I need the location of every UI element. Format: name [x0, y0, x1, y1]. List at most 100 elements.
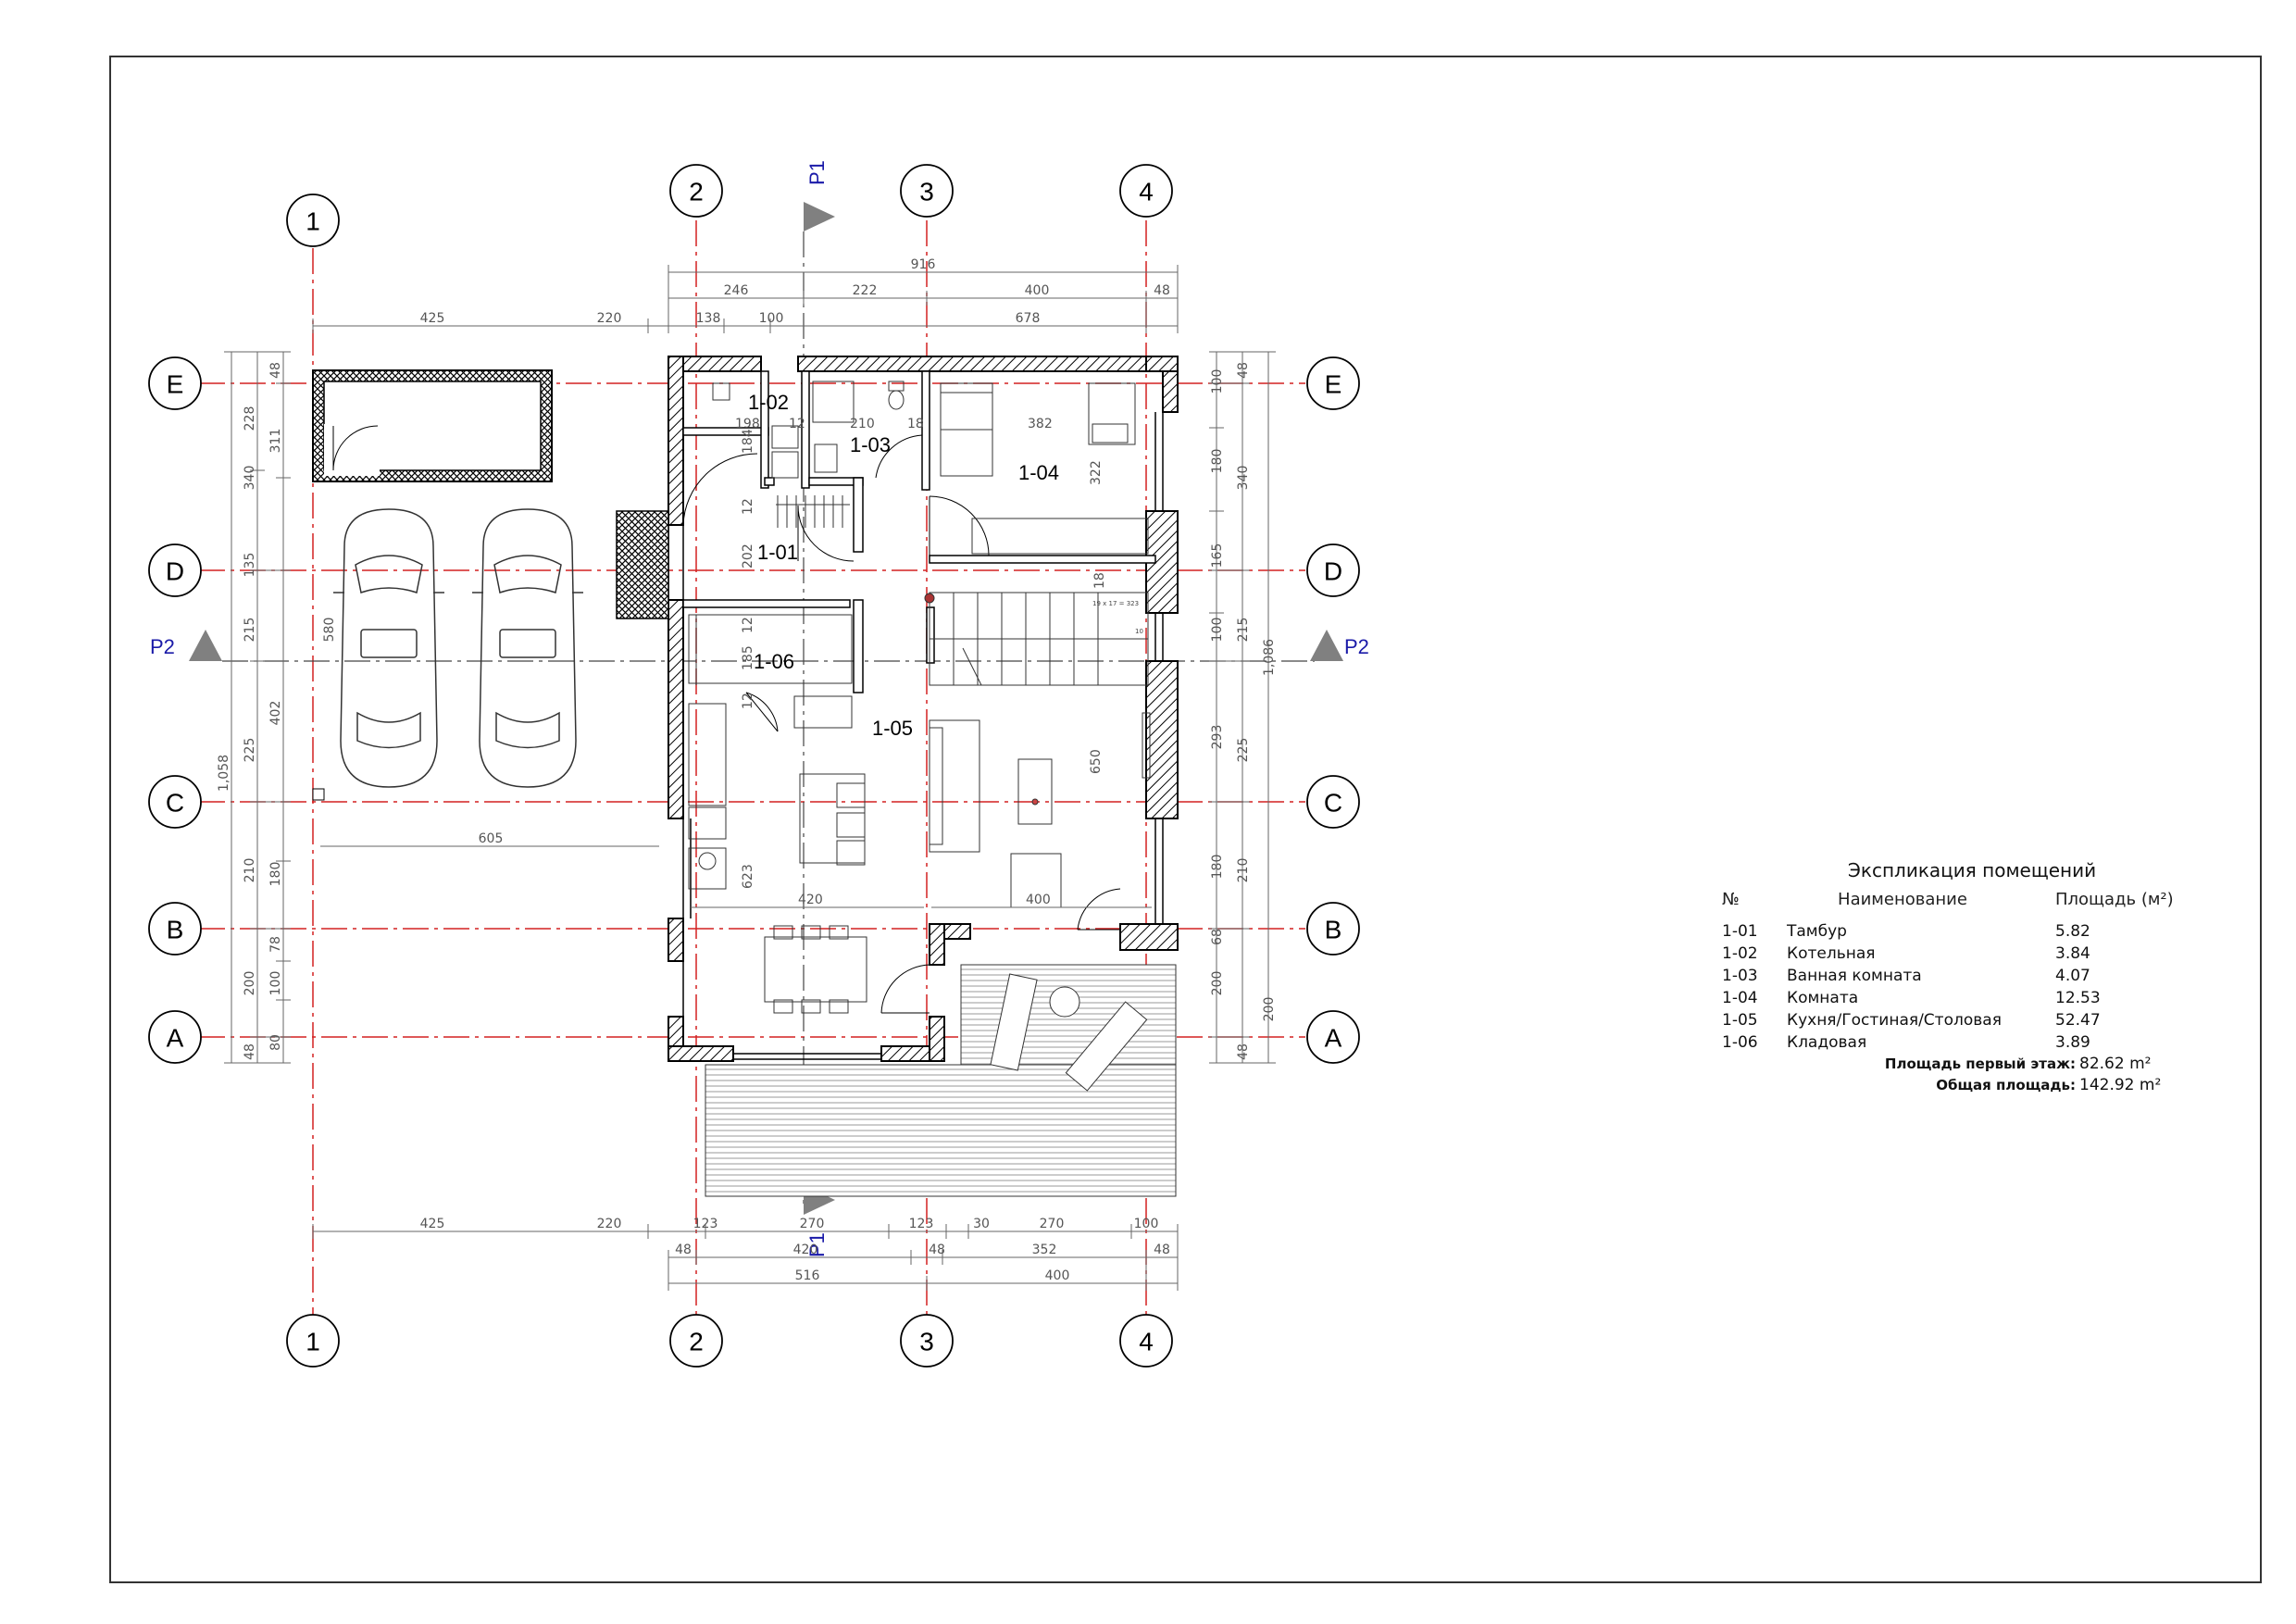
row-area: 4.07 — [2055, 967, 2090, 985]
dim-int-322: 322 — [1089, 460, 1104, 485]
floor-area-label: Площадь первый этаж: — [1884, 1056, 2076, 1072]
dim-bottom-row2-b: 420 — [793, 1243, 818, 1257]
table-row: 1-05 Кухня/Гостиная/Столовая 52.47 — [1722, 1009, 2203, 1031]
dim-right-mid-b: 215 — [1236, 618, 1251, 643]
dim-int-18a: 18 — [907, 417, 924, 431]
row-name: Кладовая — [1787, 1033, 1867, 1052]
dim-right-inner-e: 100 — [1210, 618, 1225, 643]
room-label-1-01: 1-01 — [757, 541, 798, 564]
dim-int-12a: 12 — [789, 417, 805, 431]
row-num: 1-01 — [1722, 922, 1758, 941]
dim-right-inner-c: 180 — [1210, 449, 1225, 474]
dim-int-18b: 18 — [1092, 572, 1107, 589]
row-name: Комната — [1787, 989, 1859, 1007]
dim-top-row2-c: 138 — [696, 311, 721, 326]
dim-left-inner-a: 48 — [268, 362, 283, 379]
dim-right-mid-a: 340 — [1236, 466, 1251, 491]
carport-post — [312, 788, 325, 801]
dim-top-row2-a: 425 — [420, 311, 445, 326]
section-label-p2-right: P2 — [1344, 635, 1369, 658]
row-num: 1-06 — [1722, 1033, 1758, 1052]
row-name: Котельная — [1787, 944, 1876, 963]
dim-top-row2-e: 678 — [1016, 311, 1041, 326]
overall-area-value: 142.92 m² — [2079, 1076, 2162, 1094]
axis-label-row-d-left: D — [166, 557, 184, 586]
dim-bottom-row2-c: 48 — [929, 1243, 945, 1257]
dim-top-overall: 916 — [911, 257, 936, 272]
dim-left-inner-b: 311 — [268, 429, 283, 454]
axis-label-row-b-left: B — [167, 916, 184, 944]
shed — [312, 369, 553, 482]
axis-label-row-c-left: C — [166, 789, 184, 818]
dim-int-185: 185 — [741, 645, 755, 670]
dim-left-inner-f: 100 — [268, 971, 283, 996]
dim-top-row1-d: 48 — [1154, 283, 1170, 298]
room-label-1-02: 1-02 — [748, 391, 789, 414]
dim-right-inner-j: 48 — [1236, 1043, 1251, 1060]
staircase — [924, 592, 1149, 686]
row-num: 1-05 — [1722, 1011, 1758, 1030]
dim-int-12d: 12 — [741, 693, 755, 709]
axis-label-col-3-bottom: 3 — [919, 1328, 934, 1356]
dim-left-mid-f: 210 — [243, 858, 257, 883]
room-label-1-03: 1-03 — [850, 433, 891, 456]
section-arrow-p2-right-tri — [1310, 630, 1343, 661]
sheet-frame — [109, 56, 2262, 1583]
dim-right-outer: 1,086 — [1262, 639, 1277, 676]
dimension-lines — [224, 265, 1276, 1291]
dim-int-210: 210 — [850, 417, 875, 431]
axis-label-row-c-right: C — [1324, 789, 1342, 818]
interior-partitions — [682, 370, 1156, 693]
room-label-1-05: 1-05 — [872, 717, 913, 740]
dim-int-198: 198 — [735, 417, 760, 431]
entry-steps — [616, 510, 669, 619]
axis-label-col-2-bottom: 2 — [689, 1328, 704, 1356]
row-num: 1-02 — [1722, 944, 1758, 963]
dim-top-row1-a: 246 — [724, 283, 749, 298]
section-arrow-p1-top — [804, 202, 835, 231]
dim-right-inner-i: 200 — [1210, 971, 1225, 996]
lounge-chairs — [990, 973, 1148, 1092]
dim-left-mid-a: 228 — [243, 406, 257, 431]
dim-int-623: 623 — [741, 864, 755, 889]
table-row: 1-02 Котельная 3.84 — [1722, 943, 2203, 965]
dim-carport-580: 580 — [322, 618, 337, 643]
entry-door-swing — [682, 453, 758, 526]
row-name: Тамбур — [1787, 922, 1847, 941]
dim-left-inner-d: 180 — [268, 862, 283, 887]
header-area: Площадь (м²) — [2055, 890, 2174, 909]
table-row: 1-01 Тамбур 5.82 — [1722, 920, 2203, 943]
row-name: Ванная комната — [1787, 967, 1922, 985]
dim-left-mid-d: 215 — [243, 618, 257, 643]
section-label-p2-left: P2 — [150, 635, 175, 658]
axis-label-col-4-bottom: 4 — [1139, 1328, 1154, 1356]
front-deck — [705, 1064, 1177, 1197]
header-num: № — [1722, 890, 1740, 909]
dim-right-inner-f: 293 — [1210, 725, 1225, 750]
dim-bottom-row1-f: 30 — [973, 1217, 990, 1231]
dim-int-420: 420 — [798, 893, 823, 907]
room-label-1-06: 1-06 — [754, 650, 794, 673]
dim-bottom-row1-d: 270 — [800, 1217, 825, 1231]
dim-right-mid-e: 200 — [1262, 997, 1277, 1022]
row-area: 3.89 — [2055, 1033, 2090, 1052]
dim-bottom-row3-a: 516 — [795, 1268, 820, 1283]
axis-label-row-e-left: E — [167, 370, 184, 399]
dim-bottom-row1-e: 123 — [909, 1217, 934, 1231]
axis-label-row-a-left: A — [167, 1024, 184, 1053]
axis-label-col-1-top: 1 — [306, 207, 320, 236]
dim-bottom-row2-d: 352 — [1032, 1243, 1057, 1257]
dim-left-inner-e: 78 — [268, 936, 283, 953]
dim-bottom-row1-a: 425 — [420, 1217, 445, 1231]
row-num: 1-03 — [1722, 967, 1758, 985]
stair-label: 19 x 17 = 323 — [1092, 600, 1139, 607]
axis-label-col-2-top: 2 — [689, 178, 704, 206]
axis-label-row-e-right: E — [1325, 370, 1342, 399]
dim-right-inner-h: 68 — [1210, 929, 1225, 945]
axis-label-row-d-right: D — [1324, 557, 1342, 586]
dim-right-mid-d: 210 — [1236, 858, 1251, 883]
row-name: Кухня/Гостиная/Столовая — [1787, 1011, 2002, 1030]
dim-int-650: 650 — [1089, 749, 1104, 774]
exterior-walls — [668, 356, 1179, 1062]
